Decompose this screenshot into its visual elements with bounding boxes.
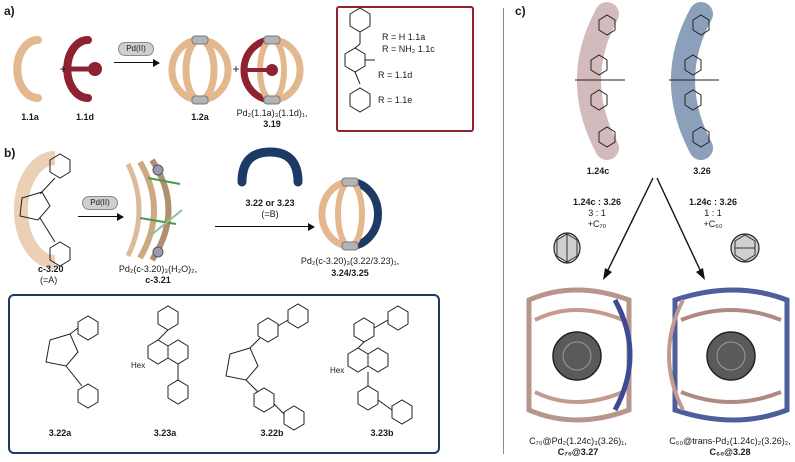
product-right-line2: C₆₀@3.28 [709, 447, 751, 457]
label-equals-a: (=A) [40, 275, 58, 285]
label-3-23b: 3.23b [370, 428, 394, 438]
panel-a-graphics [13, 7, 375, 113]
label-3-26: 3.26 [693, 166, 711, 176]
ligand-1-24c-shape [577, 2, 619, 160]
reaction-arrow-b2 [215, 221, 315, 233]
cond-right-ratio-label: 1.24c : 3.26 [688, 197, 738, 207]
ligand-1-1d-shape [63, 36, 92, 102]
label-3-23a: 3.23a [153, 428, 177, 438]
reagent-pd-a: Pd(II) [118, 42, 154, 56]
structure-3-23a-sketch [147, 305, 189, 405]
label-1-1d: 1.1d [75, 112, 95, 122]
cond-left-ratio-label: 1.24c : 3.26 [572, 197, 622, 207]
ligand-legend-box [336, 6, 474, 132]
cage-3-19-shape [240, 35, 304, 105]
intermediate-id: c-3.21 [145, 275, 171, 285]
product-left-line1: C₇₀@Pd₂(1.24c)₃(3.26)₁, [529, 436, 627, 446]
reaction-arrow-b1 [78, 211, 124, 223]
product-id-3-19: 3.19 [263, 119, 281, 129]
label-c-3-20: c-3.20 [38, 264, 64, 274]
intermediate-formula: Pd₂(c-3.20)₃(H₂O)₂, [118, 264, 198, 274]
complex-3-27-model [526, 287, 633, 423]
hex-label-1: Hex [131, 361, 146, 370]
product-id-b: 3.24/3.25 [331, 268, 369, 278]
added-ligand-note: (=B) [261, 209, 279, 219]
cond-left-ratio: 3 : 1 [588, 208, 606, 218]
cond-right-ratio: 1 : 1 [704, 208, 722, 218]
ligand-c-3-20-structure [19, 153, 71, 267]
reagent-pd-b: Pd(II) [82, 196, 118, 210]
legend-row-1: R = H 1.1a [382, 32, 426, 42]
product-left-line2: C₇₀@3.27 [557, 447, 599, 457]
ligand-c-3-20-arc [14, 151, 56, 269]
label-3-22b: 3.22b [260, 428, 284, 438]
product-formula-b: Pd₂(c-3.20)₃(3.22/3.23)₁, [300, 256, 400, 266]
legend-row-2: R = NH₂ 1.1c [382, 44, 435, 54]
label-1-2a: 1.2a [191, 112, 209, 122]
intermediate-model-c-3-21 [125, 158, 183, 262]
cond-right-guest: +C₆₀ [703, 219, 723, 229]
reaction-arrow-a [114, 57, 160, 69]
label-1-24c: 1.24c [586, 166, 610, 176]
ligand-b-shape [237, 147, 303, 187]
structure-sketches [45, 303, 413, 431]
panel-b-graphics [14, 147, 382, 269]
arrow-head-right [696, 268, 705, 280]
ligand-1-1a-shape [13, 36, 42, 102]
arrow-head-left [603, 268, 612, 280]
label-3-22a: 3.22a [48, 428, 72, 438]
ligand-3-26-shape [671, 2, 713, 160]
product-formula-3-19: Pd₂(1.1a)₃(1.1d)₁, [236, 108, 308, 118]
ligand-structure-sketch [344, 7, 375, 113]
panel-label-b: b) [4, 146, 16, 160]
structure-3-22a-sketch [45, 315, 99, 409]
fullerene-c60-sketch [730, 233, 760, 263]
structure-3-23b-sketch [347, 305, 413, 425]
cage-3-24-shape [318, 177, 382, 251]
structure-3-22b-sketch [225, 303, 309, 431]
panel-label-a: a) [4, 4, 15, 18]
ligand-skeletons [575, 14, 719, 148]
panel-divider [503, 8, 504, 454]
complex-3-28-model [667, 287, 790, 423]
legend-row-3: R = 1.1d [378, 70, 413, 80]
structure-box [8, 294, 440, 454]
plus-sign-a: + [59, 62, 67, 76]
fullerene-c70-sketch [553, 232, 581, 264]
product-right-line1: C₆₀@trans-Pd₂(1.24c)₂(3.26)₂, [669, 436, 791, 446]
cage-1-2a-shape [168, 35, 232, 105]
panel-c-graphics [526, 2, 790, 423]
plus-sign-a2: + [232, 62, 240, 76]
legend-row-4: R = 1.1e [378, 95, 413, 105]
hex-label-2: Hex [330, 366, 345, 375]
cond-left-guest: +C₇₀ [587, 219, 607, 229]
label-1-1a: 1.1a [21, 112, 39, 122]
added-ligand-label: 3.22 or 3.23 [245, 198, 295, 208]
panel-label-c: c) [515, 4, 526, 18]
